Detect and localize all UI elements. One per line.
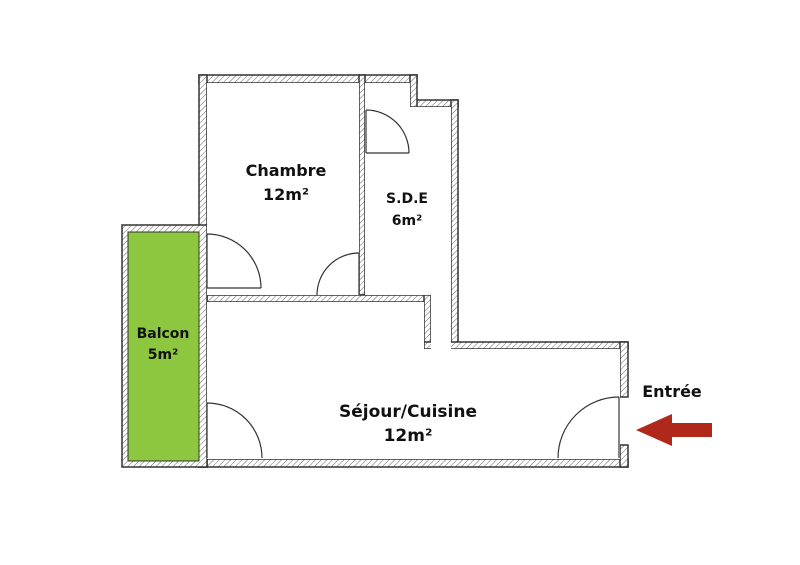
sde-area <box>365 83 410 295</box>
sejour-area <box>207 302 424 459</box>
doors <box>206 109 620 459</box>
room-name-sde: S.D.E <box>386 191 428 207</box>
room-name-balcon: Balcon <box>137 326 190 342</box>
entrance-label: Entrée <box>642 382 702 401</box>
room-area-sejour: 12m² <box>384 426 433 446</box>
room-name-sejour: Séjour/Cuisine <box>339 402 477 422</box>
balcony-area <box>127 231 200 462</box>
room-name-chambre: Chambre <box>246 161 327 180</box>
chambre-area <box>207 83 359 295</box>
room-area-sde: 6m² <box>392 213 422 229</box>
room-area-chambre: 12m² <box>263 185 309 204</box>
room-area-balcon: 5m² <box>148 347 178 363</box>
entrance-arrow-icon <box>636 414 712 446</box>
